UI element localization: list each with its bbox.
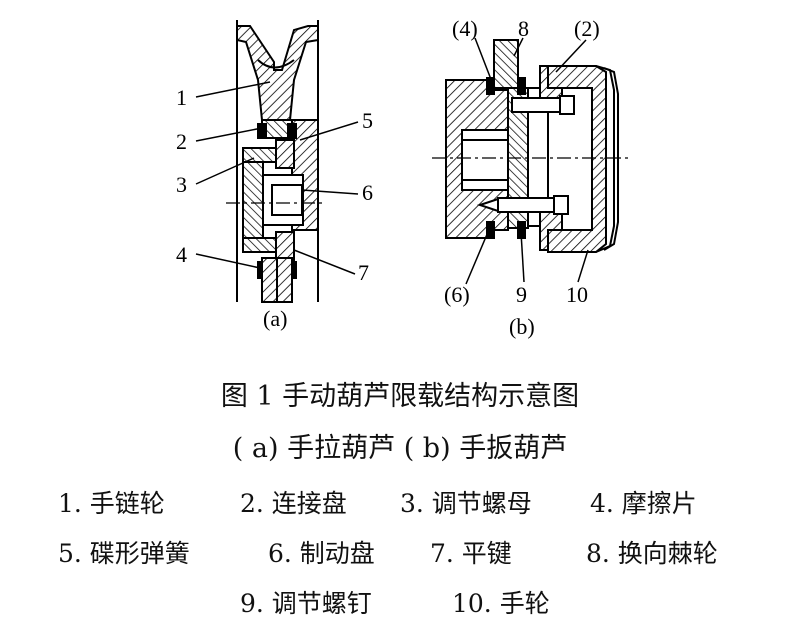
callout-b-8: 8 — [518, 16, 529, 41]
panel-b-drawing — [432, 39, 630, 253]
legend-item-3: 3. 调节螺母 — [400, 489, 532, 518]
callout-b-10: 10 — [566, 282, 588, 307]
panel-a-label: (a) — [263, 306, 287, 331]
legend-item-2: 2. 连接盘 — [240, 489, 347, 518]
legend-item-5: 5. 碟形弹簧 — [58, 539, 190, 568]
callout-7: 7 — [358, 260, 369, 285]
panel-a-leaders — [195, 81, 359, 275]
callout-b-4: (4) — [452, 16, 478, 41]
callout-3: 3 — [176, 172, 187, 197]
panel-b-label: (b) — [509, 314, 535, 339]
legend-item-6: 6. 制动盘 — [268, 539, 375, 568]
figure-subcaption: ( a) 手拉葫芦 ( b) 手扳葫芦 — [232, 433, 568, 464]
callout-6: 6 — [362, 180, 373, 205]
callout-5: 5 — [362, 108, 373, 133]
callout-b-2: (2) — [574, 16, 600, 41]
legend-item-7: 7. 平键 — [430, 539, 512, 568]
callout-2: 2 — [176, 129, 187, 154]
callout-1: 1 — [176, 85, 187, 110]
callout-b-6: (6) — [444, 282, 470, 307]
panel-a-drawing — [226, 20, 325, 303]
legend-item-4: 4. 摩擦片 — [590, 489, 697, 518]
figure-caption: 图 1 手动葫芦限载结构示意图 — [220, 381, 580, 412]
legend-item-10: 10. 手轮 — [452, 589, 550, 618]
legend-item-1: 1. 手链轮 — [58, 489, 165, 518]
legend-item-9: 9. 调节螺钉 — [240, 589, 372, 618]
callout-4: 4 — [176, 242, 187, 267]
legend-item-8: 8. 换向棘轮 — [586, 539, 718, 568]
panel-b-leaders — [465, 37, 589, 285]
callout-b-9: 9 — [516, 282, 527, 307]
